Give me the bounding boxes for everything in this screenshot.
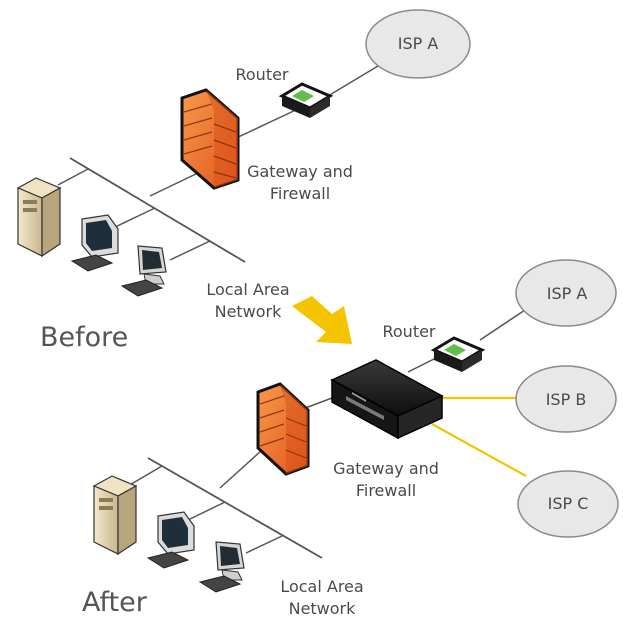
after-section [92,259,619,593]
isp-a-cloud [515,259,617,327]
link-multi-isp-c [431,423,527,477]
before-title: Before [40,322,129,353]
router-label: Router [382,322,436,341]
lan-drop-pc2 [169,240,211,261]
gateway-firewall-label: Gateway and Firewall [333,459,439,500]
lan-drop-pc1 [187,501,226,521]
lan-drop-pc2 [245,535,283,554]
isp-a-cloud [365,9,471,79]
link-router-firewall [231,107,301,141]
firewall-icon [180,88,240,190]
workstation-icon [120,245,167,297]
server-icon [92,475,138,556]
transition-arrow [292,296,352,344]
lan-bus [69,157,246,263]
lan-label: Local Area Network [280,577,364,618]
workstation-icon [146,511,195,569]
lan-drop-server [57,168,89,186]
isp-c-label: ISP C [547,494,589,513]
isp-a-label: ISP A [397,34,439,53]
workstation-icon [70,214,119,272]
router-icon [430,336,486,372]
gateway-firewall-label: Gateway and Firewall [247,162,353,203]
lan-label: Local Area Network [206,280,290,321]
lan-drop-pc1 [112,207,156,229]
router-label: Router [235,65,289,84]
server-icon [16,177,62,258]
lan-bus [147,457,323,559]
firewall-icon [256,382,310,476]
link-firewall-lan [219,449,263,489]
link-router-isp-a [479,309,526,341]
lan-drop-server [127,465,163,487]
after-title: After [82,587,147,618]
router-icon [278,82,334,118]
multi-wan-appliance-icon [330,359,444,440]
link-firewall-lan [149,171,201,197]
isp-a-label: ISP A [546,284,588,303]
isp-b-label: ISP B [545,390,587,409]
before-section [16,9,471,297]
isp-b-cloud [515,365,617,433]
isp-c-cloud [517,470,619,538]
workstation-icon [198,541,245,593]
